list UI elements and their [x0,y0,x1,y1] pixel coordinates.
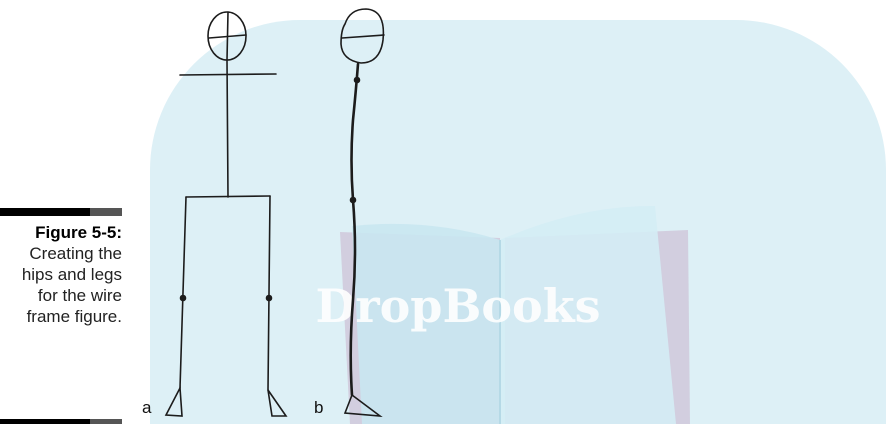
front-right-leg [268,196,270,390]
side-neck-joint [355,78,360,83]
side-hip-joint [351,198,356,203]
front-left-knee [181,296,186,301]
side-head-guide [342,35,384,38]
front-hip-line [186,196,270,197]
front-left-leg [180,197,186,388]
front-left-foot [166,388,182,416]
side-foot [345,395,380,416]
front-view-figure [166,12,286,416]
front-spine [227,60,228,197]
front-right-knee [267,296,272,301]
side-view-figure [341,9,384,416]
side-view-label: b [314,398,323,418]
front-right-foot [268,390,286,416]
side-spine [351,64,358,395]
front-view-label: a [142,398,151,418]
front-shoulder-line [180,74,276,75]
